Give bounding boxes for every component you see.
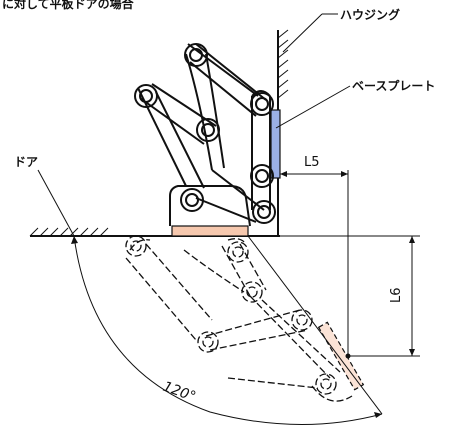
door-leader xyxy=(37,169,75,237)
base-plate-label: ベースプレート xyxy=(352,78,435,93)
base-plate xyxy=(270,109,281,179)
l6-reference-point xyxy=(345,353,351,359)
l6-label: L6 xyxy=(389,287,404,303)
caption-partial: に対して平板ドアの場合 xyxy=(2,0,135,11)
door-plate-open xyxy=(317,321,365,391)
housing-label: ハウジング xyxy=(340,7,400,22)
opening-angle-arc xyxy=(71,235,383,425)
dimension-l5 xyxy=(280,170,349,356)
hinge-closed xyxy=(134,43,276,227)
base-plate-leader xyxy=(275,85,351,129)
housing-leader xyxy=(282,13,323,53)
l5-label: L5 xyxy=(304,155,320,170)
angle-label: 120° xyxy=(161,379,198,406)
dimension-l6 xyxy=(280,235,420,357)
hinge-open xyxy=(125,235,353,402)
door-label: ドア xyxy=(14,155,38,169)
door-plate xyxy=(171,225,249,237)
